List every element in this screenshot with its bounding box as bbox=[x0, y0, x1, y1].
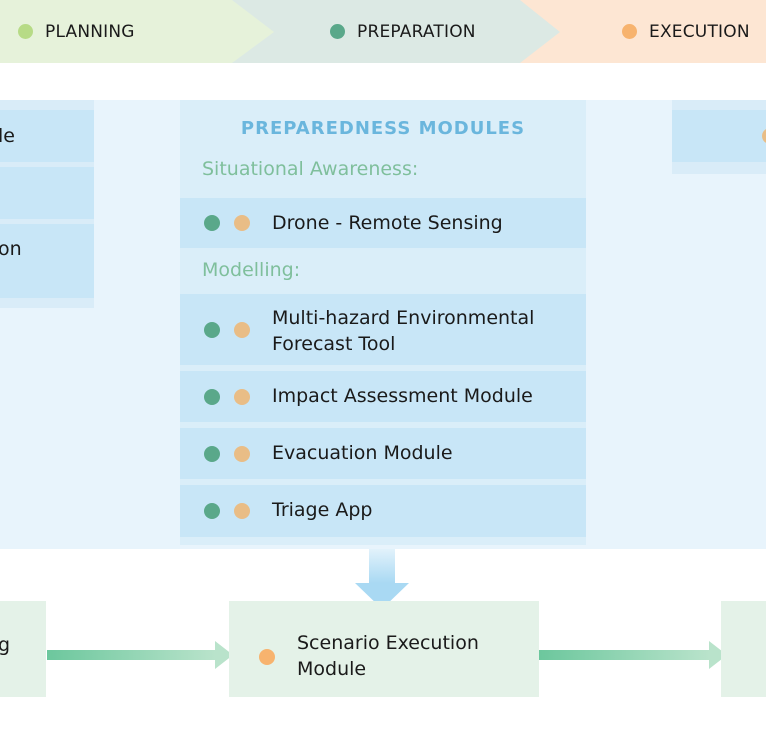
right-module-row bbox=[672, 110, 766, 162]
module-impact-assessment: Impact Assessment Module bbox=[180, 371, 586, 422]
module-multi-hazard-forecast: Multi-hazard Environmental Forecast Tool bbox=[180, 294, 586, 365]
module-label: Multi-hazard Environmental bbox=[272, 307, 535, 329]
section-modelling: Modelling: bbox=[202, 259, 301, 281]
phase-execution: EXECUTION bbox=[520, 0, 766, 63]
module-label: Impact Assessment Module bbox=[272, 385, 533, 407]
execution-dot-icon bbox=[622, 24, 637, 39]
section-situational-awareness: Situational Awareness: bbox=[202, 158, 419, 180]
flow-arrow-left-head-icon bbox=[215, 641, 233, 669]
execution-dot-icon bbox=[234, 322, 250, 338]
flow-left-box: g bbox=[0, 601, 46, 697]
preparation-dot-icon bbox=[330, 24, 345, 39]
preparation-dot-icon bbox=[204, 389, 220, 405]
module-triage-app: Triage App bbox=[180, 485, 586, 537]
preparation-dot-icon bbox=[204, 446, 220, 462]
execution-dot-icon bbox=[234, 215, 250, 231]
left-module-row bbox=[0, 167, 94, 219]
scenario-execution-dot-icon bbox=[259, 649, 275, 665]
module-drone-remote-sensing: Drone - Remote Sensing bbox=[180, 198, 586, 248]
left-module-row-label: le bbox=[0, 125, 15, 147]
preparedness-modules-title: PREPAREDNESS MODULES bbox=[240, 118, 526, 139]
module-label-line-2: Forecast Tool bbox=[272, 333, 396, 355]
flow-left-box-label: g bbox=[0, 634, 11, 656]
phase-planning: PLANNING bbox=[0, 0, 275, 63]
flow-arrow-left bbox=[47, 650, 215, 660]
phase-planning-label: PLANNING bbox=[45, 21, 135, 42]
preparation-dot-icon bbox=[204, 503, 220, 519]
scenario-execution-module-box: Scenario Execution Module bbox=[229, 601, 539, 697]
planning-dot-icon bbox=[18, 24, 33, 39]
left-module-row: le bbox=[0, 110, 94, 162]
scenario-execution-label: Scenario Execution bbox=[297, 632, 479, 654]
module-label: Triage App bbox=[272, 499, 373, 521]
execution-dot-icon bbox=[234, 503, 250, 519]
preparation-dot-icon bbox=[204, 215, 220, 231]
left-module-row-label: on bbox=[0, 238, 22, 260]
execution-dot-icon bbox=[234, 446, 250, 462]
phase-preparation: PREPARATION bbox=[232, 0, 562, 63]
module-evacuation: Evacuation Module bbox=[180, 428, 586, 479]
left-module-row: on bbox=[0, 224, 94, 298]
right-module-dot-icon bbox=[762, 128, 766, 144]
flow-arrow-right bbox=[539, 650, 709, 660]
execution-dot-icon bbox=[234, 389, 250, 405]
down-arrow-icon bbox=[355, 549, 409, 609]
phase-preparation-label: PREPARATION bbox=[357, 21, 476, 42]
scenario-execution-label-line-2: Module bbox=[297, 658, 367, 680]
module-label: Evacuation Module bbox=[272, 442, 453, 464]
module-label: Drone - Remote Sensing bbox=[272, 212, 503, 234]
preparation-dot-icon bbox=[204, 322, 220, 338]
phase-execution-label: EXECUTION bbox=[649, 21, 750, 42]
flow-right-box bbox=[721, 601, 766, 697]
